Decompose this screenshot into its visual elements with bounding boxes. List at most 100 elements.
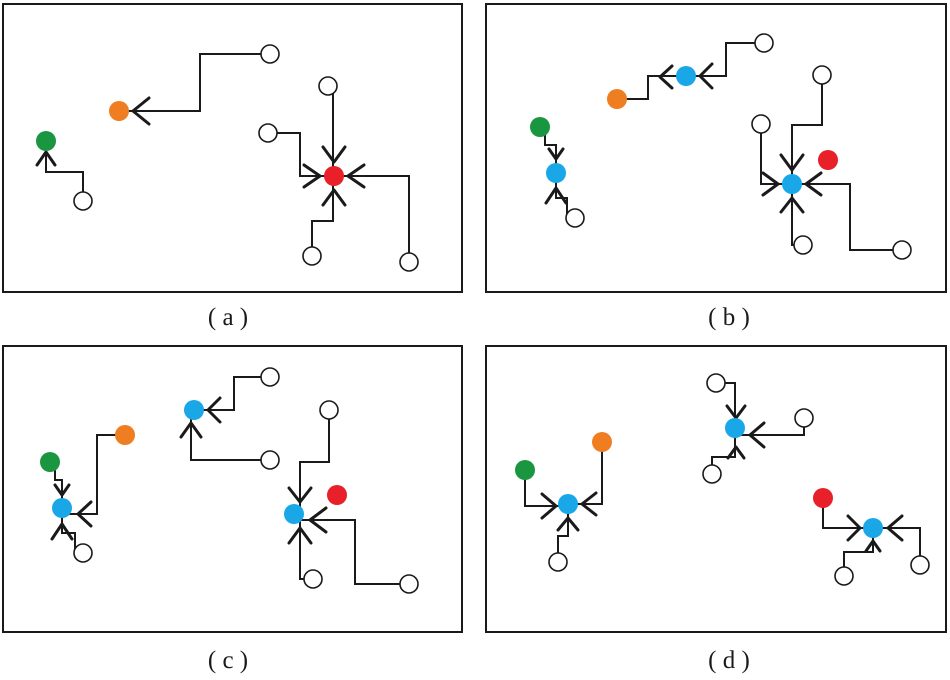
connector-line [760, 124, 792, 185]
green-node [40, 452, 60, 472]
blue-node [558, 494, 578, 514]
arrowhead [302, 163, 322, 189]
connector-line [268, 132, 333, 177]
orange-node [592, 432, 612, 452]
panel-a-nodes [36, 44, 419, 272]
arrowhead [53, 483, 71, 497]
empty-node [319, 400, 339, 420]
blue-node [546, 163, 566, 183]
panel-b-arrowheads [544, 62, 823, 214]
arrowhead [886, 514, 904, 542]
connector-line [686, 42, 763, 77]
orange-node [109, 101, 129, 121]
arrowhead [206, 396, 222, 424]
panel-c-nodes [40, 367, 419, 594]
empty-node [260, 44, 280, 64]
arrowhead [50, 522, 74, 541]
empty-node [260, 450, 280, 470]
panel-b-connectors [540, 42, 902, 251]
blue-node [184, 400, 204, 420]
arrowhead [761, 171, 780, 197]
green-node [36, 131, 56, 151]
connector-line [294, 519, 409, 585]
arrowhead [804, 171, 823, 197]
green-node [515, 460, 535, 480]
blue-node [52, 498, 72, 518]
empty-node [73, 543, 93, 563]
blue-node [284, 504, 304, 524]
arrowhead [308, 506, 328, 534]
empty-node [318, 76, 338, 96]
arrowhead [321, 188, 347, 207]
panel-d-nodes [515, 373, 930, 586]
empty-node [751, 114, 771, 134]
empty-node [910, 555, 930, 575]
connector-line [792, 183, 902, 251]
empty-node [892, 240, 912, 260]
arrowhead [321, 145, 347, 164]
arrowhead [346, 163, 366, 189]
arrowhead [544, 186, 568, 205]
empty-node [565, 208, 585, 228]
arrowhead [540, 492, 558, 520]
arrowhead [131, 96, 151, 126]
connector-line [568, 442, 603, 505]
arrowhead [658, 64, 674, 90]
arrowhead [846, 514, 862, 542]
empty-node [302, 246, 322, 266]
caption-d: ( d ) [708, 647, 750, 674]
empty-node [399, 252, 419, 272]
arrowhead [726, 445, 746, 460]
arrowhead [35, 150, 57, 167]
connector-line [45, 141, 84, 201]
empty-node [794, 408, 814, 428]
arrowhead [779, 196, 805, 214]
arrowhead [179, 421, 203, 439]
empty-node [834, 566, 854, 586]
panel-b-nodes [530, 33, 912, 260]
connector-line [311, 176, 334, 256]
arrowhead [287, 526, 313, 545]
blue-node [676, 66, 696, 86]
arrowhead [580, 491, 598, 517]
connector-line [791, 75, 823, 184]
red-node [818, 150, 838, 170]
panel-c-arrowheads [50, 396, 328, 545]
connector-line [190, 410, 270, 461]
empty-node [702, 464, 722, 484]
connector-line [524, 470, 568, 507]
blue-node [725, 418, 745, 438]
empty-node [399, 574, 419, 594]
arrowhead [779, 153, 805, 172]
arrowhead [556, 516, 580, 532]
connector-line [617, 75, 686, 100]
empty-node [73, 191, 93, 211]
caption-c: ( c ) [208, 647, 248, 674]
arrowhead [698, 62, 714, 90]
panel-d-arrowheads [540, 404, 904, 553]
caption-a: ( a ) [208, 304, 248, 331]
blue-node [782, 174, 802, 194]
red-node [324, 166, 344, 186]
arrowhead [725, 404, 747, 420]
panel-c: ( c ) [2, 345, 463, 674]
caption-b: ( b ) [708, 304, 750, 331]
empty-node [754, 33, 774, 53]
panel-b: ( b ) [485, 3, 947, 331]
panel-a-arrowheads [35, 96, 366, 207]
arrowhead [748, 421, 766, 449]
empty-node [548, 552, 568, 572]
empty-node [793, 235, 813, 255]
panel-d-frame [485, 345, 947, 633]
connector-line [194, 376, 270, 411]
empty-node [706, 373, 726, 393]
red-node [813, 488, 833, 508]
green-node [530, 117, 550, 137]
empty-node [260, 367, 280, 387]
arrowhead [76, 500, 93, 528]
arrowhead [864, 539, 882, 553]
arrowhead [287, 486, 313, 504]
red-node [327, 485, 347, 505]
panel-a: ( a ) [2, 3, 463, 331]
